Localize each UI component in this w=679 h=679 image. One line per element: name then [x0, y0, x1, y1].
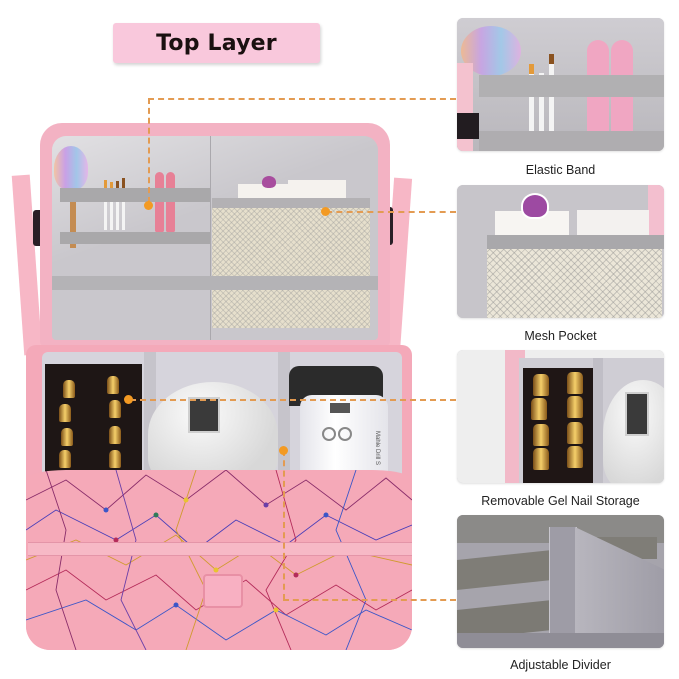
shoulder-strap-left [11, 174, 43, 356]
callout-line-elastic-band-vertical [148, 98, 150, 203]
polish-bottle [59, 404, 71, 422]
fan-brush [54, 146, 88, 190]
elastic-band-lower [479, 131, 664, 151]
polish-bottle [107, 376, 119, 394]
adjustable-divider [593, 358, 603, 483]
polish-bottle [109, 426, 121, 444]
butterfly-sticker [521, 193, 549, 219]
lamp-display [188, 397, 220, 433]
uv-nail-lamp [148, 382, 278, 484]
drill-brand-text: Mahle Drill S [374, 431, 380, 466]
pink-strap [648, 185, 664, 235]
detail-brush [104, 190, 107, 230]
detail-brush [116, 190, 119, 230]
uv-nail-lamp [603, 380, 664, 483]
polish-bottle [567, 372, 583, 394]
polish-bottle [567, 396, 583, 418]
polish-bottle [59, 450, 71, 468]
callout-line-elastic-band [148, 98, 456, 100]
lid-organizer-panel [52, 136, 378, 340]
detail-brush [539, 73, 544, 143]
polish-bottle [531, 398, 547, 420]
strap-buckle [457, 113, 479, 139]
callout-dot-gel-nail-storage [124, 395, 133, 404]
callout-dot-elastic-band [144, 201, 153, 210]
polish-bottle [533, 374, 549, 396]
caption-mesh-pocket: Mesh Pocket [524, 329, 597, 343]
butterfly-sticker [262, 176, 276, 188]
detail-brush [110, 190, 113, 230]
polish-bottle [533, 448, 549, 470]
top-layer-badge: Top Layer [113, 23, 320, 63]
elastic-band [479, 75, 664, 97]
mesh-pocket-band [487, 235, 664, 249]
main-bag-image: Mahle Drill S [11, 98, 456, 650]
callout-dot-divider [279, 446, 288, 455]
polish-bottle [61, 428, 73, 446]
callout-line-divider-vertical [283, 450, 285, 600]
drill-dial [322, 427, 336, 441]
elastic-band-lower [60, 232, 210, 244]
holographic-pattern [26, 470, 412, 650]
caption-elastic-band: Elastic Band [525, 163, 596, 177]
brush-tip [110, 182, 113, 192]
panel-adjustable-divider [457, 515, 664, 648]
brush-tip [122, 178, 125, 188]
elastic-band [60, 188, 210, 202]
electric-nail-drill: Mahle Drill S [300, 395, 388, 484]
divider-post [549, 527, 577, 637]
polish-bottle [567, 422, 583, 444]
removable-gel-nail-tray [523, 368, 593, 483]
panel-mesh-pocket [457, 185, 664, 318]
caption-adjustable-divider: Adjustable Divider [510, 658, 611, 672]
top-layer-label: Top Layer [156, 30, 277, 56]
zipper-pull [203, 574, 243, 608]
lid-seam [210, 136, 211, 340]
drill-screen [330, 403, 350, 413]
lid-bottom-pocket-band [52, 276, 378, 290]
compartment-floor [457, 633, 664, 648]
bottom-compartment-interior: Mahle Drill S [42, 352, 402, 484]
polish-bottle [533, 424, 549, 446]
polish-bottle [109, 450, 121, 468]
caption-removable-gel-nail-storage: Removable Gel Nail Storage [481, 494, 640, 508]
bag-front-shell [26, 470, 412, 650]
mesh-pocket [212, 198, 370, 328]
panel-removable-gel-nail-storage [457, 350, 664, 483]
brush-tip [529, 64, 534, 74]
callout-line-mesh-pocket [326, 211, 456, 213]
polish-bottle [109, 400, 121, 418]
mesh-pocket-band [212, 198, 370, 208]
brush-tip [549, 54, 554, 64]
removable-gel-nail-tray [45, 364, 142, 484]
detail-brush [549, 63, 554, 143]
bottom-layer-zipper [28, 542, 412, 556]
mesh-pocket [487, 249, 662, 318]
brush-tip [104, 180, 107, 190]
callout-line-gel-nail-storage [130, 399, 456, 401]
fan-brush-handle [70, 188, 76, 248]
detail-brush [529, 73, 534, 143]
brush-tip [116, 181, 119, 191]
detail-brush [122, 190, 125, 230]
polish-bottle [567, 446, 583, 468]
nail-file [166, 172, 175, 232]
polish-bottle [63, 380, 75, 398]
panel-elastic-band [457, 18, 664, 151]
nail-file [155, 172, 164, 232]
callout-line-divider [283, 599, 456, 601]
drill-dial [338, 427, 352, 441]
nail-sticker-card [577, 210, 649, 236]
callout-dot-mesh-pocket [321, 207, 330, 216]
lamp-display [625, 392, 649, 436]
